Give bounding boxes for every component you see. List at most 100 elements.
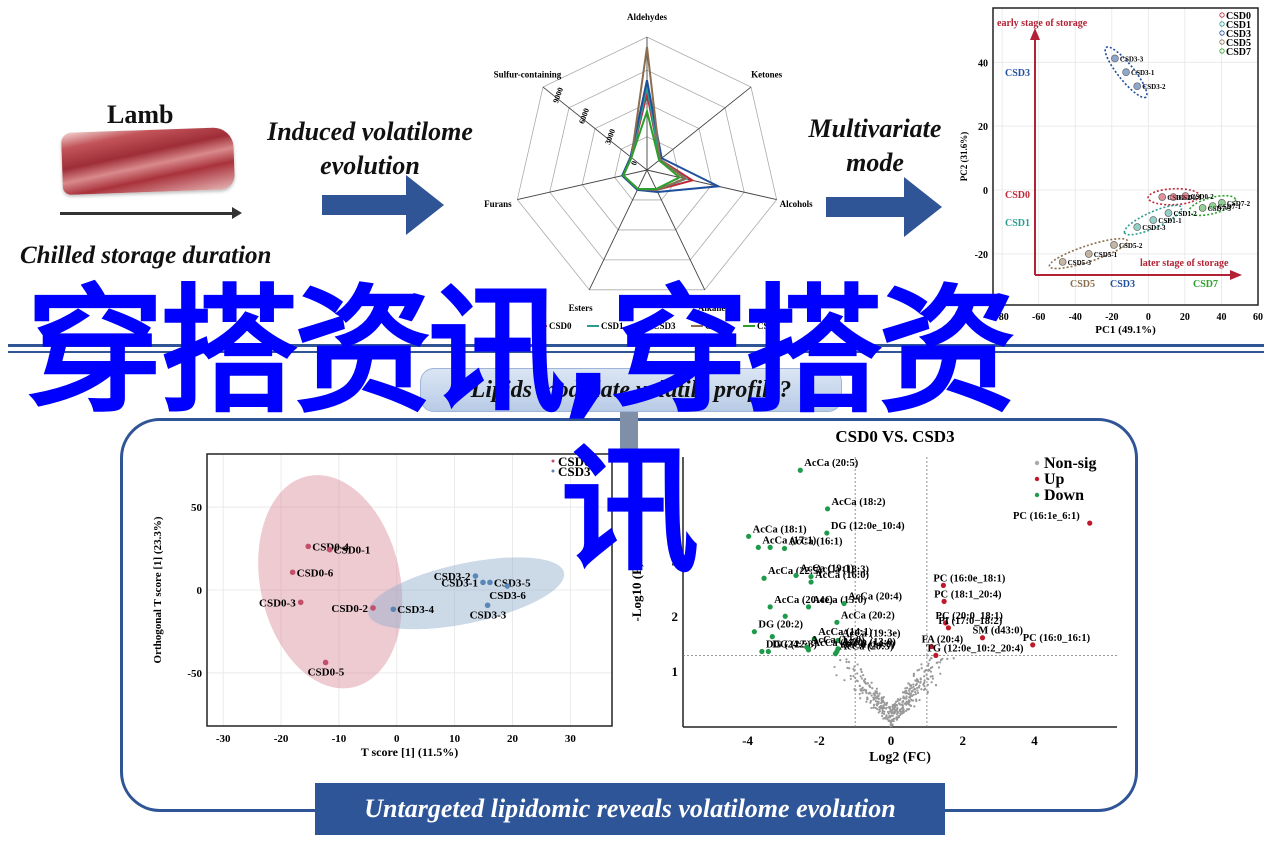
nonsig-point: [908, 696, 911, 699]
storage-duration-arrow: [60, 207, 242, 219]
confidence-ellipse-CSD3: [1104, 46, 1148, 99]
data-point: [942, 620, 949, 626]
legend-marker: [1219, 39, 1225, 45]
nonsig-point: [890, 709, 893, 713]
data-point: [322, 659, 329, 666]
data-point: [1084, 250, 1093, 258]
nonsig-point: [910, 689, 914, 693]
nonsig-point: [902, 711, 905, 714]
lipid-question-bubble: Lipids modulate volatile profile?: [420, 368, 842, 412]
nonsig-point: [880, 701, 883, 705]
data-point: [472, 573, 479, 579]
nonsig-point: [912, 685, 915, 688]
data-point: [808, 573, 814, 580]
group-label: CSD3: [1005, 68, 1030, 79]
nonsig-point: [939, 672, 942, 675]
nonsig-point: [874, 690, 877, 693]
point-label: CSD7-1: [1218, 203, 1242, 211]
nonsig-point: [839, 659, 842, 662]
section-divider: [8, 344, 1264, 347]
point-label: CSD3-1: [441, 577, 478, 589]
data-point: [484, 602, 491, 609]
data-point: [811, 636, 817, 642]
radar-tick-label: 6000: [577, 107, 591, 125]
nonsig-point: [859, 689, 863, 692]
nonsig-point: [872, 698, 875, 701]
confidence-ellipse-CSD7: [1188, 194, 1237, 217]
point-label: CSD1-2: [1173, 210, 1197, 218]
nonsig-point: [882, 704, 885, 708]
nonsig-point: [914, 691, 917, 694]
nonsig-point: [875, 692, 879, 695]
legend-marker: [1219, 30, 1225, 36]
nonsig-point: [887, 712, 890, 715]
data-point: [1169, 193, 1178, 201]
point-label: AcCa (17:1): [762, 535, 816, 546]
nonsig-point: [930, 681, 933, 684]
point-label: AcCa (16:0): [815, 570, 869, 581]
data-point: [941, 598, 947, 604]
nonsig-point: [905, 709, 908, 713]
confidence-ellipse-CSD0: [1147, 187, 1201, 206]
data-point: [755, 544, 761, 550]
point-label: AcCa (20:5): [804, 458, 858, 469]
data-point: [289, 569, 296, 576]
nonsig-point: [901, 706, 905, 709]
point-label: AcCa (16:1): [789, 536, 843, 547]
plot-frame: [992, 7, 1259, 306]
nonsig-point: [915, 682, 918, 686]
y-axis-title: PC2 (31.6%): [959, 132, 969, 182]
data-point: [979, 635, 986, 641]
nonsig-point: [897, 714, 900, 718]
point-label: CSD3-2: [1142, 83, 1166, 91]
x-tick-label: 10: [449, 733, 461, 745]
data-point: [1158, 193, 1167, 201]
nonsig-point: [884, 707, 888, 710]
data-point: [767, 544, 773, 550]
nonsig-point: [852, 667, 855, 671]
nonsig-point: [861, 686, 864, 689]
point-label: AcCa (19:3e): [842, 628, 901, 639]
radar-legend-label: CSD0: [549, 321, 572, 331]
point-label: CSD3-5: [494, 577, 531, 589]
nonsig-point: [875, 700, 879, 703]
nonsig-point: [877, 694, 880, 697]
radar-legend-label: CSD3: [653, 321, 676, 331]
nonsig-point: [870, 706, 873, 710]
data-point: [1110, 241, 1118, 249]
nonsig-point: [891, 723, 894, 726]
data-point: [933, 652, 939, 658]
point-label: AcCa (20:4): [848, 592, 902, 603]
data-point: [841, 600, 847, 607]
data-point: [1030, 642, 1036, 648]
x-tick-label: -10: [332, 733, 347, 745]
data-point: [765, 648, 771, 655]
point-label: DG (22:3): [772, 640, 817, 651]
nonsig-point: [889, 721, 892, 724]
y-axis-title: Orthogonal T score [1] (23.3%): [152, 516, 164, 663]
multivariate-mode-label: Multivariate mode: [808, 114, 942, 177]
x-tick-label: 0: [888, 733, 895, 748]
nonsig-point: [853, 669, 856, 672]
nonsig-point: [877, 697, 881, 700]
nonsig-point: [883, 703, 886, 706]
nonsig-point: [916, 669, 919, 672]
point-label: DG (20:2): [758, 620, 803, 631]
nonsig-point: [904, 692, 907, 695]
nonsig-point: [926, 664, 930, 667]
y-tick-label: 0: [983, 186, 988, 197]
nonsig-point: [880, 705, 883, 708]
data-point: [805, 647, 812, 653]
nonsig-point: [874, 706, 877, 710]
nonsig-point: [931, 675, 934, 678]
point-label: AcCa (13:0): [842, 637, 896, 648]
nonsig-point: [913, 705, 916, 708]
induced-volatilome-label: Induced volatilome evolution: [267, 117, 473, 180]
data-point: [1122, 68, 1130, 76]
nonsig-point: [912, 699, 915, 702]
y-tick-label: 3: [672, 554, 679, 569]
legend-marker: [1034, 492, 1040, 498]
nonsig-point: [895, 713, 899, 716]
nonsig-point: [847, 660, 851, 664]
